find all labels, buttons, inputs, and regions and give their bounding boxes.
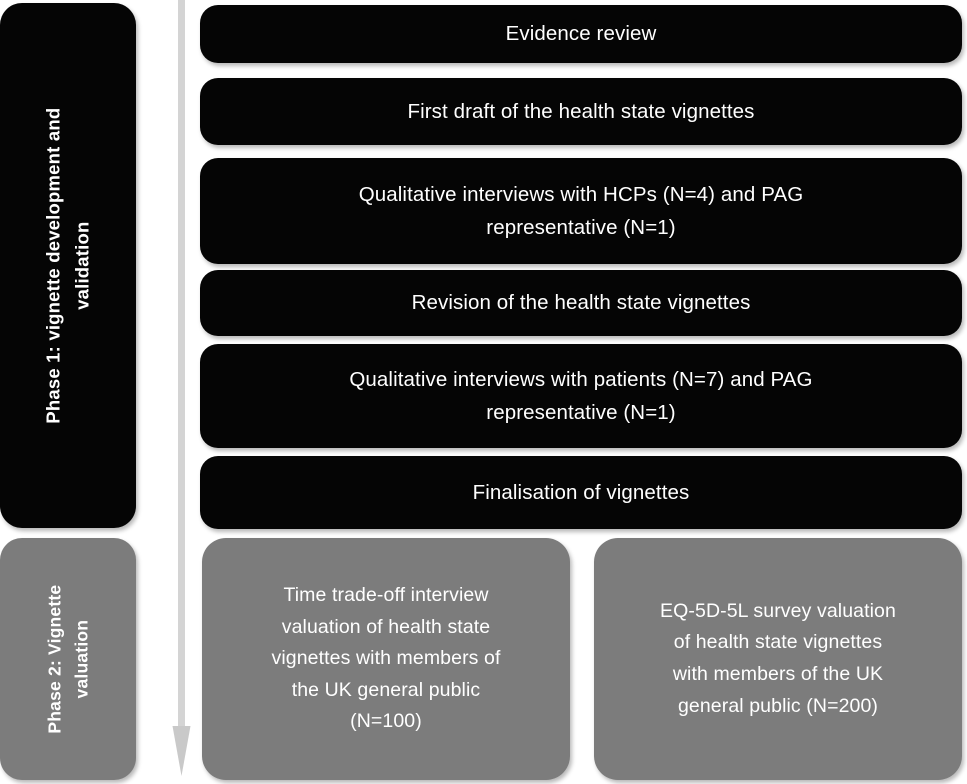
flow-node-line: First draft of the health state vignette… — [407, 99, 755, 123]
flow-node-text: Time trade-off interview valuation of he… — [271, 580, 500, 738]
flow-node-line: Evidence review — [505, 22, 657, 46]
flow-node-line: representative (N=1) — [486, 216, 676, 239]
flow-node-line: the UK general public — [291, 678, 481, 701]
flow-node-finalisation[interactable]: Finalisation of vignettes — [200, 456, 962, 529]
flow-node-line: vignettes with members of — [271, 647, 501, 670]
flow-node-line: (N=100) — [350, 710, 422, 733]
flow-node-line: with members of the UK — [672, 663, 884, 685]
flow-node-text: Finalisation of vignettes — [473, 476, 690, 509]
phase-2-label-line-2: valuation — [71, 619, 91, 699]
flow-node-line: representative (N=1) — [486, 401, 676, 424]
flow-node-evidence-review[interactable]: Evidence review — [200, 5, 962, 63]
phase-1-label-line-2: validation — [71, 221, 93, 310]
phase-1-label-text: Phase 1: vignette development and valida… — [39, 107, 96, 423]
flow-node-line: of health state vignettes — [673, 631, 883, 654]
flow-node-line: general public (N=200) — [677, 694, 878, 717]
flow-node-interviews-patients[interactable]: Qualitative interviews with patients (N=… — [200, 344, 962, 448]
flow-node-interviews-hcps[interactable]: Qualitative interviews with HCPs (N=4) a… — [200, 158, 962, 264]
down-arrow-icon — [172, 0, 191, 776]
phase-1-label-line-1: Phase 1: vignette development and — [42, 107, 64, 424]
flow-node-tto-interview[interactable]: Time trade-off interview valuation of he… — [202, 538, 570, 780]
phase-2-label-line-1: Phase 2: Vignette — [43, 584, 64, 734]
flow-node-text: Qualitative interviews with HCPs (N=4) a… — [359, 178, 804, 244]
flow-node-line: Revision of the health state vignettes — [411, 291, 751, 315]
phase-label-phase-1: Phase 1: vignette development and valida… — [0, 3, 136, 528]
flow-node-line: Time trade-off interview — [283, 584, 489, 607]
flow-node-line: Qualitative interviews with HCPs (N=4) a… — [358, 182, 804, 206]
flow-direction-arrow — [170, 0, 194, 784]
flow-node-text: Revision of the health state vignettes — [412, 286, 751, 319]
flow-node-revision[interactable]: Revision of the health state vignettes — [200, 270, 962, 336]
flow-node-line: Qualitative interviews with patients (N=… — [349, 367, 813, 391]
flow-node-text: Evidence review — [506, 17, 657, 50]
flow-node-line: EQ-5D-5L survey valuation — [660, 599, 896, 622]
flow-node-text: Qualitative interviews with patients (N=… — [349, 363, 812, 429]
flow-node-eq5d5l-survey[interactable]: EQ-5D-5L survey valuation of health stat… — [594, 538, 962, 780]
flow-node-first-draft[interactable]: First draft of the health state vignette… — [200, 78, 962, 145]
flow-node-text: First draft of the health state vignette… — [407, 95, 754, 128]
flow-node-line: valuation of health state — [281, 615, 491, 638]
phase-label-phase-2: Phase 2: Vignette valuation — [0, 538, 136, 780]
flow-node-line: Finalisation of vignettes — [472, 480, 690, 504]
flow-node-text: EQ-5D-5L survey valuation of health stat… — [660, 596, 896, 722]
phase-2-label-text: Phase 2: Vignette valuation — [41, 585, 95, 734]
